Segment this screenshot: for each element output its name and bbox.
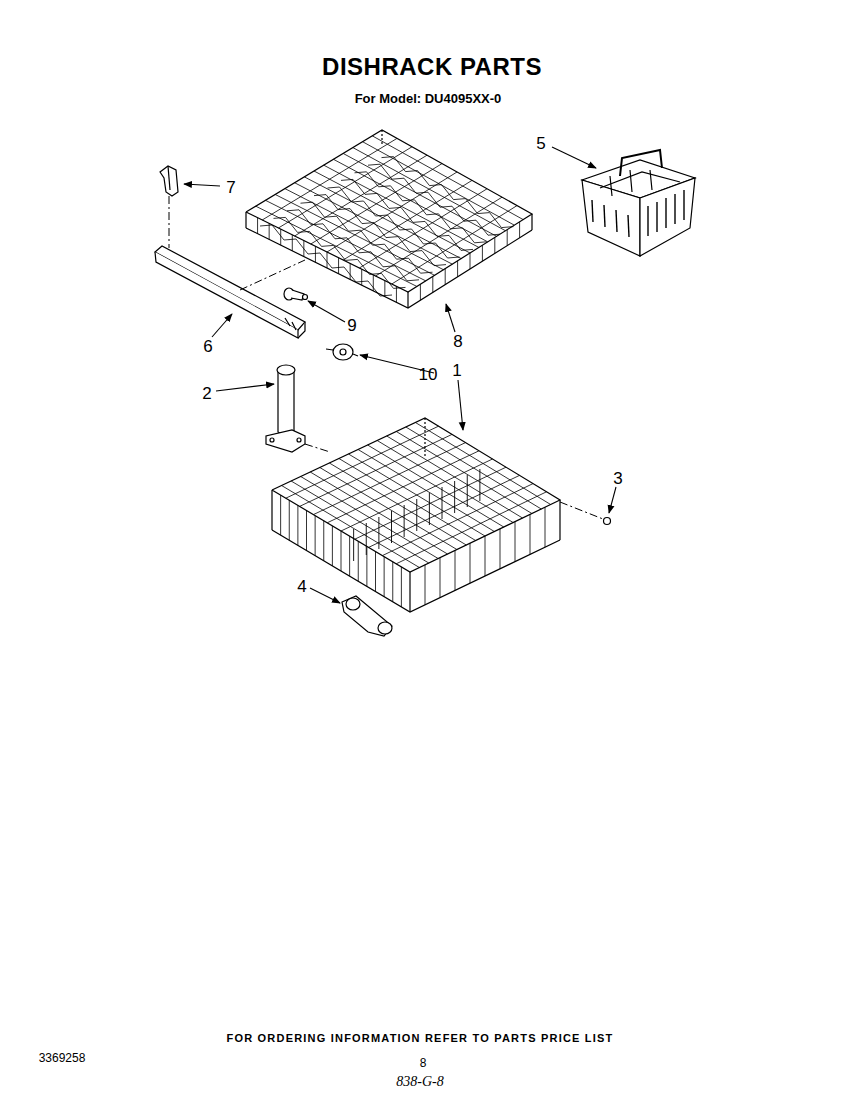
callout-number: 5 <box>536 135 545 152</box>
basket-slots <box>592 190 684 237</box>
callout-number: 3 <box>613 470 622 487</box>
page-number: 8 <box>420 1057 427 1069</box>
leader-lines <box>184 147 616 603</box>
ordering-note: FOR ORDERING INFORMATION REFER TO PARTS … <box>227 1033 614 1044</box>
rack-roller <box>326 344 358 360</box>
rack-clip <box>160 166 178 196</box>
center-lines <box>169 196 603 519</box>
spray-tube <box>266 365 305 452</box>
lower-rack <box>272 418 560 612</box>
silverware-basket <box>582 150 695 256</box>
callout-number: 1 <box>452 362 461 379</box>
rack-track <box>155 246 305 338</box>
lower-rack-roller <box>342 596 392 636</box>
callout-number: 8 <box>453 333 462 350</box>
upper-rack <box>246 130 532 308</box>
model-line: For Model: DU4095XX-0 <box>355 92 502 105</box>
callout-number: 2 <box>202 385 211 402</box>
document-number: 3369258 <box>39 1052 86 1064</box>
callout-number: 7 <box>226 179 235 196</box>
callout-number: 10 <box>419 366 438 383</box>
callout-number: 9 <box>347 317 356 334</box>
callout-number: 4 <box>297 578 306 595</box>
handwritten-code: 838-G-8 <box>396 1075 443 1089</box>
rack-stop <box>284 288 308 300</box>
page-title: DISHRACK PARTS <box>322 55 542 79</box>
roller-axle <box>604 518 611 525</box>
callout-number: 6 <box>203 338 212 355</box>
